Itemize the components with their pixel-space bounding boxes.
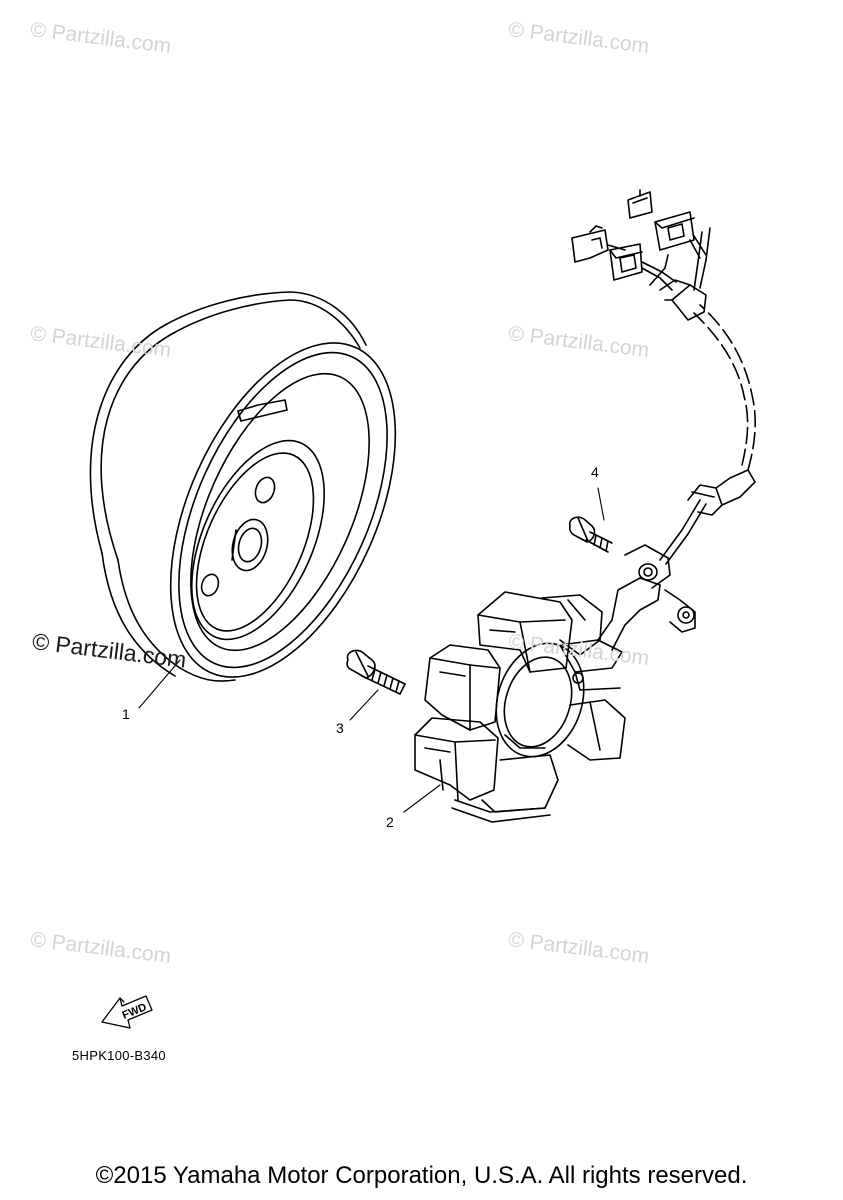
fwd-arrow-icon: FWD [101,995,153,1029]
stator-screw[interactable] [346,649,406,695]
wire-clamp-bracket[interactable] [597,544,696,651]
flywheel-rotor[interactable] [89,291,441,711]
callout-part-3[interactable]: 3 [336,720,344,736]
leader-part-2 [403,784,441,813]
callout-part-4[interactable]: 4 [591,464,599,480]
leader-part-1 [138,659,181,709]
lead-wire-harness[interactable] [649,227,756,565]
diagram-code: 5HPK100-B340 [72,1048,166,1063]
stator-assembly[interactable] [414,591,626,823]
leader-part-4 [597,487,605,521]
callout-part-2[interactable]: 2 [386,814,394,830]
clamp-screw[interactable] [568,516,613,553]
wire-connectors[interactable] [571,189,707,291]
leader-lines [138,487,605,813]
leader-part-3 [349,689,379,721]
copyright-notice: ©2015 Yamaha Motor Corporation, U.S.A. A… [95,1162,748,1189]
callout-part-1[interactable]: 1 [122,706,130,722]
